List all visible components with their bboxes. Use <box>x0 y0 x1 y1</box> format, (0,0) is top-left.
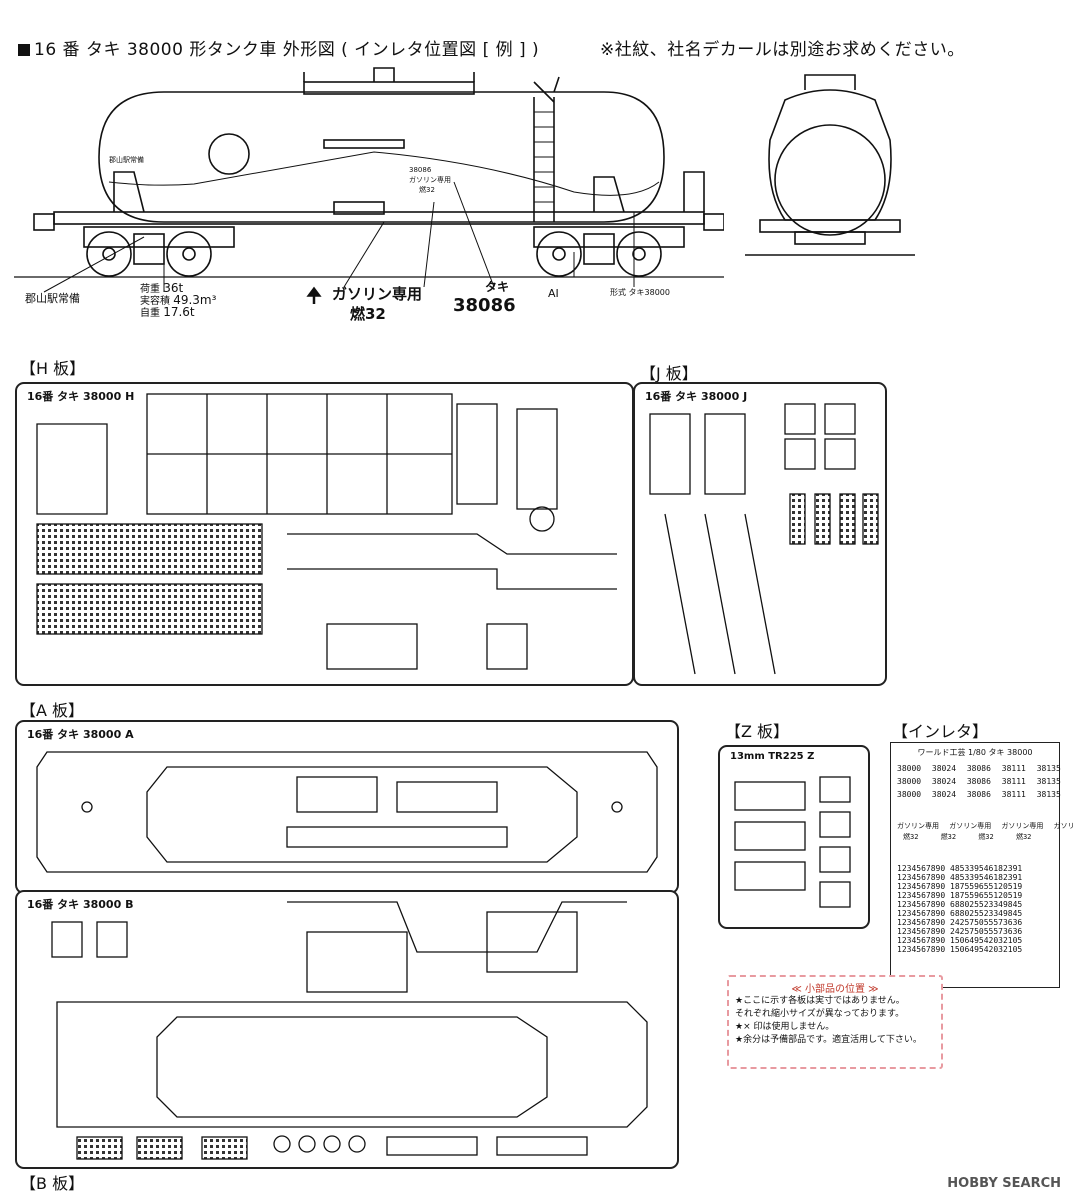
tank-car-end-view <box>745 74 915 256</box>
tank-car-side-view: 郡山駅常備 38086 ガソリン専用 燃32 <box>14 67 724 304</box>
inletta-fuel-row: 燃32 燃32 燃32 燃32 <box>903 833 1032 841</box>
z-board-title: 13mm TR225 Z <box>730 751 815 762</box>
inletta-digit-rows: 1234567890 485339546182391 1234567890 48… <box>897 864 1023 954</box>
note-line: ★ここに示す各板は実寸ではありません。 <box>735 996 905 1006</box>
station-label: 郡山駅常備 <box>25 292 80 305</box>
gasoline-small-label: ガソリン専用 <box>409 175 451 184</box>
h-board-label: 【H 板】 <box>20 359 86 378</box>
note-line: それぞれ縮小サイズが異なっております。 <box>735 1009 905 1019</box>
inletta-label: 【インレタ】 <box>892 722 989 741</box>
j-board-label: 【J 板】 <box>640 364 698 383</box>
b-board-title: 16番 タキ 38000 B <box>27 898 134 911</box>
j-board-parts <box>649 403 879 675</box>
note-line: ★× 印は使用しません。 <box>735 1022 835 1032</box>
a-board-panel: 16番 タキ 38000 A <box>15 720 679 894</box>
hobby-search-logo: HOBBY SEARCH <box>947 1176 1061 1191</box>
a-board-label: 【A 板】 <box>20 701 85 720</box>
station-small-label: 郡山駅常備 <box>109 155 144 164</box>
number-small-label: 38086 <box>409 166 432 174</box>
z-board-parts <box>734 776 851 908</box>
small-parts-note: ≪ 小部品の位置 ≫ ★ここに示す各板は実寸ではありません。 それぞれ縮小サイズ… <box>727 975 943 1069</box>
b-board-parts <box>51 901 648 1160</box>
inletta-sheet: ワールド工芸 1/80 タキ 38000 38000 38024 38086 3… <box>890 742 1073 988</box>
j-board-title: 16番 タキ 38000 J <box>645 390 748 403</box>
a-board-title: 16番 タキ 38000 A <box>27 728 134 741</box>
j-board-panel: 16番 タキ 38000 J <box>633 382 887 686</box>
taki-label: タキ <box>485 280 510 294</box>
fuel-small-label: 燃32 <box>419 185 435 194</box>
note-title: ≪ 小部品の位置 ≫ <box>791 984 879 995</box>
h-board-panel: 16番 タキ 38000 H <box>15 382 634 686</box>
h-board-title: 16番 タキ 38000 H <box>27 390 135 403</box>
spec-block: 荷重 36t 実容積 49.3m³ 自重 17.6t <box>140 281 217 319</box>
inletta-numbers: 38000 38024 38086 38111 38135 <box>897 764 1061 773</box>
z-board-panel: 13mm TR225 Z <box>718 745 870 929</box>
ai-label: AI <box>548 287 559 300</box>
note-line: ★余分は予備部品です。適宜活用して下さい。 <box>735 1035 922 1045</box>
b-board-label: 【B 板】 <box>20 1174 85 1193</box>
inletta-numbers: 38000 38024 38086 38111 38135 <box>897 777 1061 786</box>
inletta-gasoline-row: ガソリン専用 ガソリン専用 ガソリン専用 ガソリン専用 <box>897 822 1073 830</box>
drawing-title: 16 番 タキ 38000 形タンク車 外形図 ( インレタ位置図 [ 例 ] … <box>18 35 539 60</box>
h-board-parts <box>36 393 617 670</box>
inletta-numbers: 38000 38024 38086 38111 38135 <box>897 790 1061 799</box>
fuel-label: 燃32 <box>350 305 386 323</box>
model-label: 形式 タキ38000 <box>610 288 670 297</box>
a-board-parts <box>36 751 658 873</box>
decal-note: ※社紋、社名デカールは別途お求めください。 <box>600 40 965 60</box>
car-number-label: 38086 <box>453 295 516 316</box>
inletta-header: ワールド工芸 1/80 タキ 38000 <box>917 748 1033 757</box>
b-board-panel: 16番 タキ 38000 B <box>15 890 679 1169</box>
z-board-label: 【Z 板】 <box>725 722 790 741</box>
gasoline-label: ガソリン専用 <box>332 285 423 303</box>
